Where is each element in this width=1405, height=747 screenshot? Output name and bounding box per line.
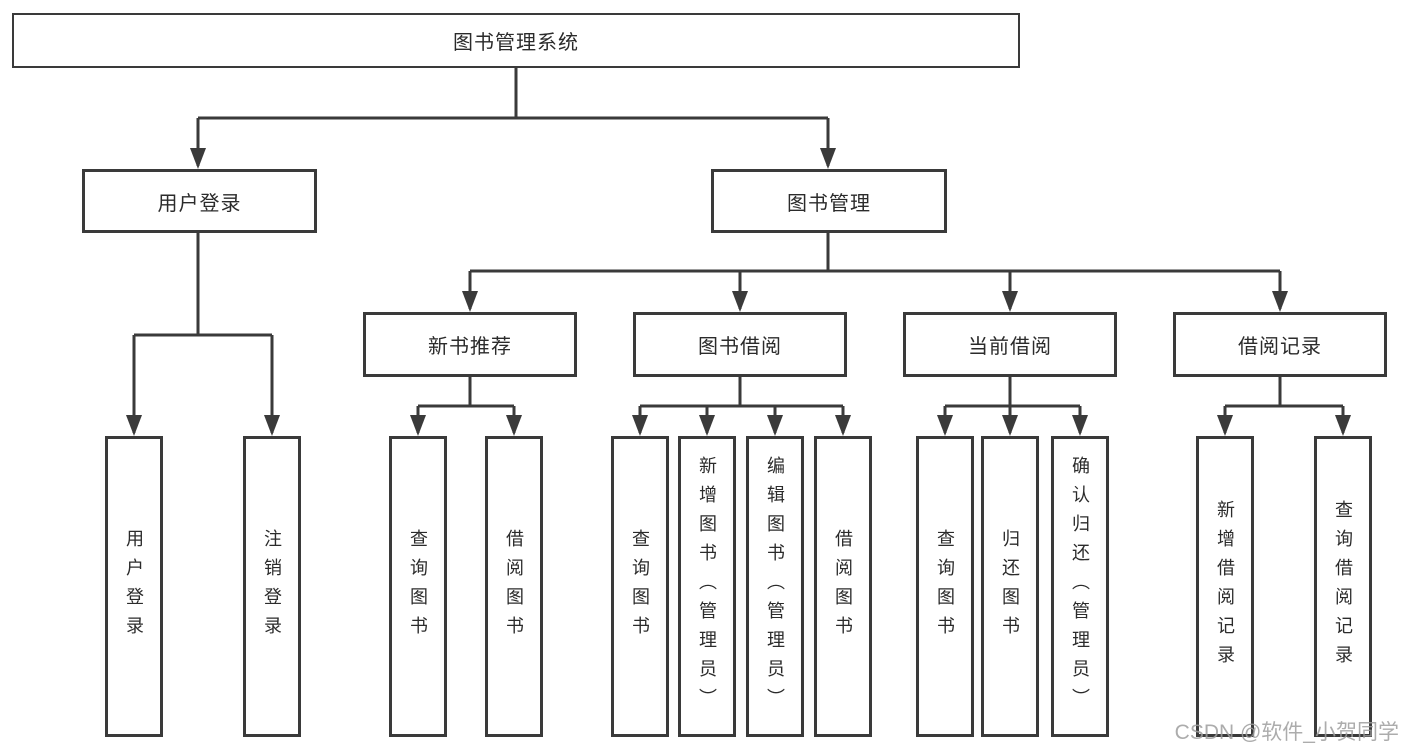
node-new-book-recommendation: 新书推荐 (363, 312, 577, 377)
node-library-management-system: 图书管理系统 (12, 13, 1020, 68)
arrowhead (699, 415, 715, 436)
node-label: 注销登录 (262, 528, 282, 645)
leaf-user-login: 用户登录 (105, 436, 163, 737)
arrowhead (410, 415, 426, 436)
node-label: 新增图书（管理员） (697, 456, 717, 717)
connector-book-management-to-level3 (468, 233, 1282, 309)
node-label: 用户登录 (157, 192, 242, 215)
node-label: 借阅图书 (833, 528, 853, 645)
leaf-query-books-recommendation: 查询图书 (389, 436, 447, 737)
connector-elbows (132, 68, 1345, 433)
arrowhead (820, 148, 836, 169)
node-borrow-records: 借阅记录 (1173, 312, 1387, 377)
connector-book-borrowing-to-leaves (638, 377, 845, 433)
node-label: 借阅记录 (1238, 336, 1322, 358)
arrowhead (632, 415, 648, 436)
arrowhead (190, 148, 206, 169)
node-label: 用户登录 (124, 528, 144, 645)
arrowhead (1217, 415, 1233, 436)
connector-borrow-records-to-leaves (1223, 377, 1345, 433)
node-book-borrowing: 图书借阅 (633, 312, 847, 377)
node-label: 查询借阅记录 (1333, 499, 1353, 674)
leaf-query-books-current: 查询图书 (916, 436, 974, 737)
arrowhead (835, 415, 851, 436)
arrowhead (937, 415, 953, 436)
node-user-login: 用户登录 (82, 169, 317, 233)
arrowheads (126, 148, 1351, 436)
node-label: 当前借阅 (968, 336, 1052, 358)
arrowhead (1072, 415, 1088, 436)
arrowhead (126, 415, 142, 436)
node-label: 图书借阅 (698, 336, 782, 358)
leaf-confirm-return-admin: 确认归还（管理员） (1051, 436, 1109, 737)
arrowhead (1272, 291, 1288, 312)
leaf-query-books-borrowing: 查询图书 (611, 436, 669, 737)
node-book-management: 图书管理 (711, 169, 947, 233)
node-label: 图书管理系统 (453, 32, 579, 54)
leaf-edit-books-admin: 编辑图书（管理员） (746, 436, 804, 737)
node-current-borrowing: 当前借阅 (903, 312, 1117, 377)
arrowhead (1002, 415, 1018, 436)
node-label: 查询图书 (630, 528, 650, 645)
node-label: 借阅图书 (504, 528, 524, 645)
leaf-borrow-books-recommendation: 借阅图书 (485, 436, 543, 737)
node-label: 新书推荐 (428, 336, 512, 358)
node-label: 归还图书 (1000, 528, 1020, 645)
arrowhead (506, 415, 522, 436)
leaf-query-borrow-record: 查询借阅记录 (1314, 436, 1372, 737)
arrowhead (1335, 415, 1351, 436)
arrowhead (767, 415, 783, 436)
leaf-add-borrow-record: 新增借阅记录 (1196, 436, 1254, 737)
arrowhead (1002, 291, 1018, 312)
node-label: 查询图书 (408, 528, 428, 645)
leaf-borrow-books-borrowing: 借阅图书 (814, 436, 872, 737)
connector-user-login-to-leaves (132, 233, 274, 433)
leaf-return-books: 归还图书 (981, 436, 1039, 737)
node-label: 编辑图书（管理员） (765, 456, 785, 717)
arrowhead (462, 291, 478, 312)
node-label: 查询图书 (935, 528, 955, 645)
connector-root-to-level2 (196, 68, 830, 166)
arrowhead (264, 415, 280, 436)
node-label: 图书管理 (787, 192, 871, 215)
node-label: 新增借阅记录 (1215, 499, 1235, 674)
leaf-logout: 注销登录 (243, 436, 301, 737)
connector-new-book-to-leaves (416, 377, 516, 433)
arrowhead (732, 291, 748, 312)
leaf-add-books-admin: 新增图书（管理员） (678, 436, 736, 737)
node-label: 确认归还（管理员） (1070, 456, 1090, 717)
